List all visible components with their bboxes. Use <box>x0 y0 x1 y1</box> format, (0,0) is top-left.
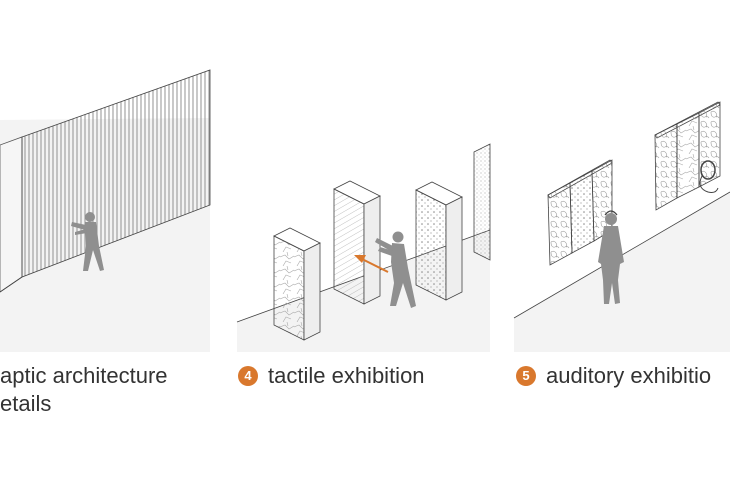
caption-line: etails <box>0 391 52 416</box>
caption-text: auditory exhibitio <box>546 363 712 388</box>
panel-tactile-exhibition <box>236 143 491 352</box>
push-arrow-icon <box>354 255 389 273</box>
tactile-panel-1 <box>273 227 321 341</box>
caption-line: aptic architecture <box>0 363 168 388</box>
panel-haptic-architecture <box>0 69 211 352</box>
step-number-badge: 4 <box>238 366 258 386</box>
panel-auditory-exhibition <box>513 101 730 352</box>
tactile-panel-3 <box>415 181 463 301</box>
step-number-badge: 5 <box>516 366 536 386</box>
caption-auditory-exhibition: 5 auditory exhibitio <box>516 362 711 390</box>
person-listening <box>598 210 624 304</box>
caption-haptic-architecture: aptic architecture etails <box>0 362 168 418</box>
caption-text: tactile exhibition <box>268 363 425 388</box>
ribbed-wall <box>21 69 211 278</box>
caption-tactile-exhibition: 4 tactile exhibition <box>238 362 425 390</box>
tactile-panel-4 <box>473 143 491 261</box>
tactile-panel-2 <box>333 180 381 305</box>
sound-panels-right <box>654 101 721 211</box>
person-touching-wall <box>71 212 104 271</box>
headphone-icon <box>699 160 719 193</box>
person-pushing-panel <box>375 231 416 308</box>
